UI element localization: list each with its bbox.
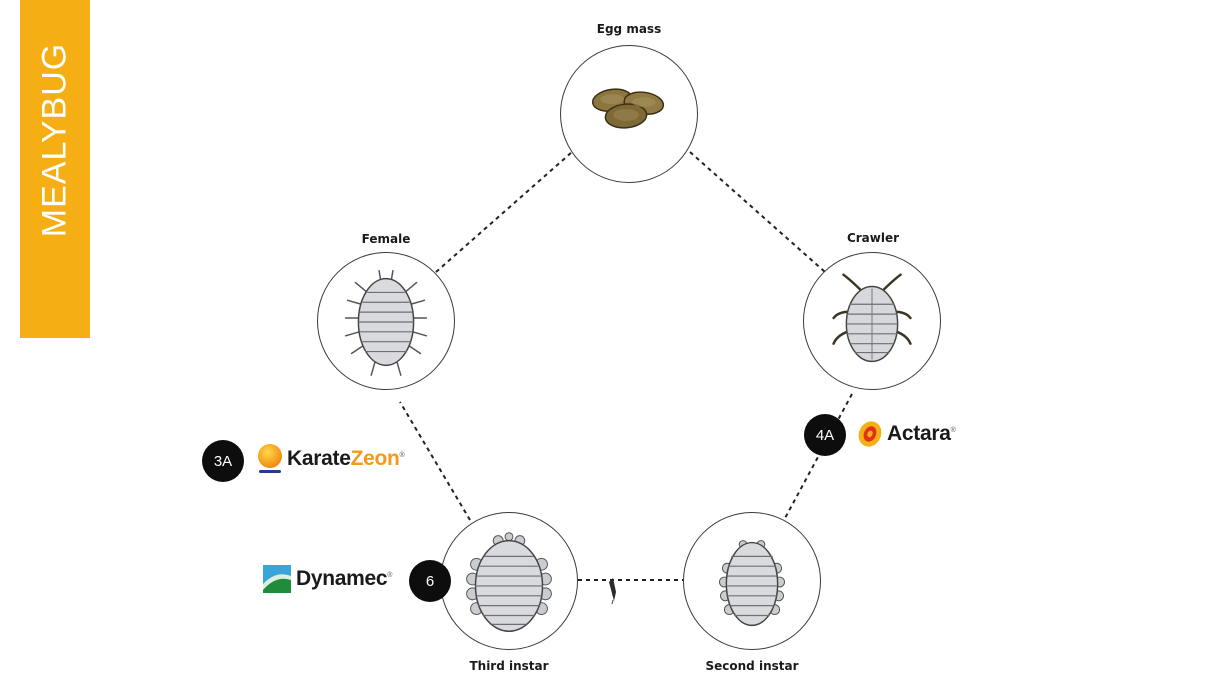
- connector-third-female: [399, 401, 471, 521]
- badge-4a: 4A: [804, 414, 846, 456]
- connector-crawler-second: [783, 393, 853, 521]
- brand-dynamec: Dynamec®: [262, 564, 392, 594]
- male-pupa-icon: [609, 578, 616, 605]
- label-egg-mass: Egg mass: [596, 22, 662, 36]
- side-tab: MEALYBUG: [20, 0, 90, 338]
- node-third-instar: [440, 512, 578, 650]
- registered-mark: ®: [399, 452, 405, 459]
- node-crawler: [803, 252, 941, 390]
- label-third-instar: Third instar: [469, 659, 549, 673]
- node-egg-mass: [560, 45, 698, 183]
- brand-karate-label: Karate: [287, 447, 351, 470]
- label-second-instar: Second instar: [705, 659, 799, 673]
- crawler-icon: [832, 273, 912, 363]
- node-female: [317, 252, 455, 390]
- female-icon: [344, 270, 428, 376]
- connector-egg-crawler: [689, 151, 826, 273]
- connector-female-egg: [435, 151, 573, 273]
- node-second-instar: [683, 512, 821, 650]
- brand-actara-label: Actara: [887, 422, 951, 445]
- brand-zeon-label: Zeon: [350, 447, 400, 470]
- dynamec-logo-icon: [263, 565, 291, 593]
- badge-6: 6: [409, 560, 451, 602]
- registered-mark: ®: [387, 572, 393, 579]
- egg-mass-icon: [591, 88, 665, 129]
- actara-logo-icon: [858, 421, 882, 447]
- badge-3a: 3A: [202, 440, 244, 482]
- karate-zeon-logo-icon: [258, 444, 282, 473]
- brand-karate-zeon: KarateZeon®: [256, 443, 405, 475]
- third-instar-icon: [466, 532, 552, 632]
- second-instar-icon: [718, 540, 786, 627]
- label-female: Female: [361, 232, 411, 246]
- brand-dynamec-label: Dynamec: [296, 567, 388, 590]
- registered-mark: ®: [950, 427, 956, 434]
- brand-actara: Actara®: [856, 419, 956, 449]
- label-crawler: Crawler: [846, 231, 900, 245]
